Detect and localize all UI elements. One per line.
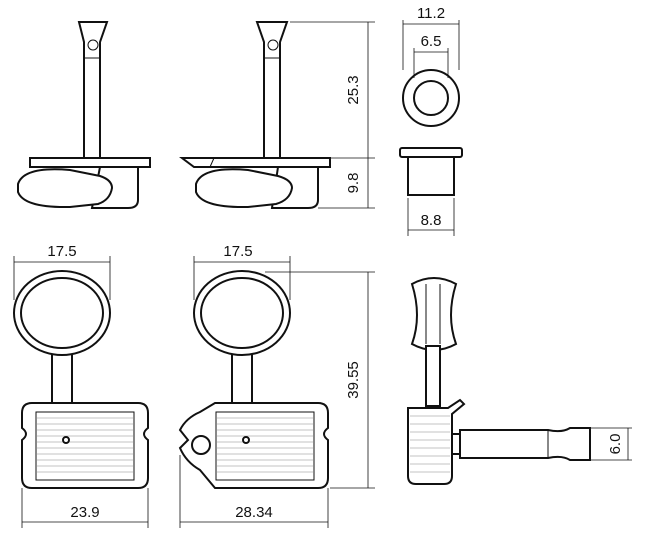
bushing-top-view [402, 69, 460, 127]
bushing-side-view [399, 147, 463, 196]
dim-label-post-diameter: 6.0 [607, 434, 624, 455]
dim-label-top-width: 11.2 [417, 5, 445, 22]
dim-label-post-height: 25.3 [345, 75, 362, 104]
dim-label-plate-width-b: 28.34 [235, 504, 273, 521]
dim-label-top-inner: 6.5 [421, 33, 442, 50]
tuner-side-view-b [179, 21, 331, 209]
dim-label-bushing-width: 8.8 [421, 212, 442, 229]
dim-label-base-height: 9.8 [345, 173, 362, 194]
dim-label-plate-width-a: 23.9 [70, 504, 99, 521]
tuner-front-view-b [178, 270, 329, 489]
tuner-side-view-a [17, 21, 151, 209]
dim-label-button-width-b: 17.5 [223, 243, 252, 260]
dim-label-button-width-a: 17.5 [47, 243, 76, 260]
tuner-profile-view [407, 277, 591, 485]
tuner-front-view-a [13, 270, 149, 489]
dimension-lines [13, 20, 632, 528]
dim-label-overall-height: 39.55 [345, 361, 362, 399]
